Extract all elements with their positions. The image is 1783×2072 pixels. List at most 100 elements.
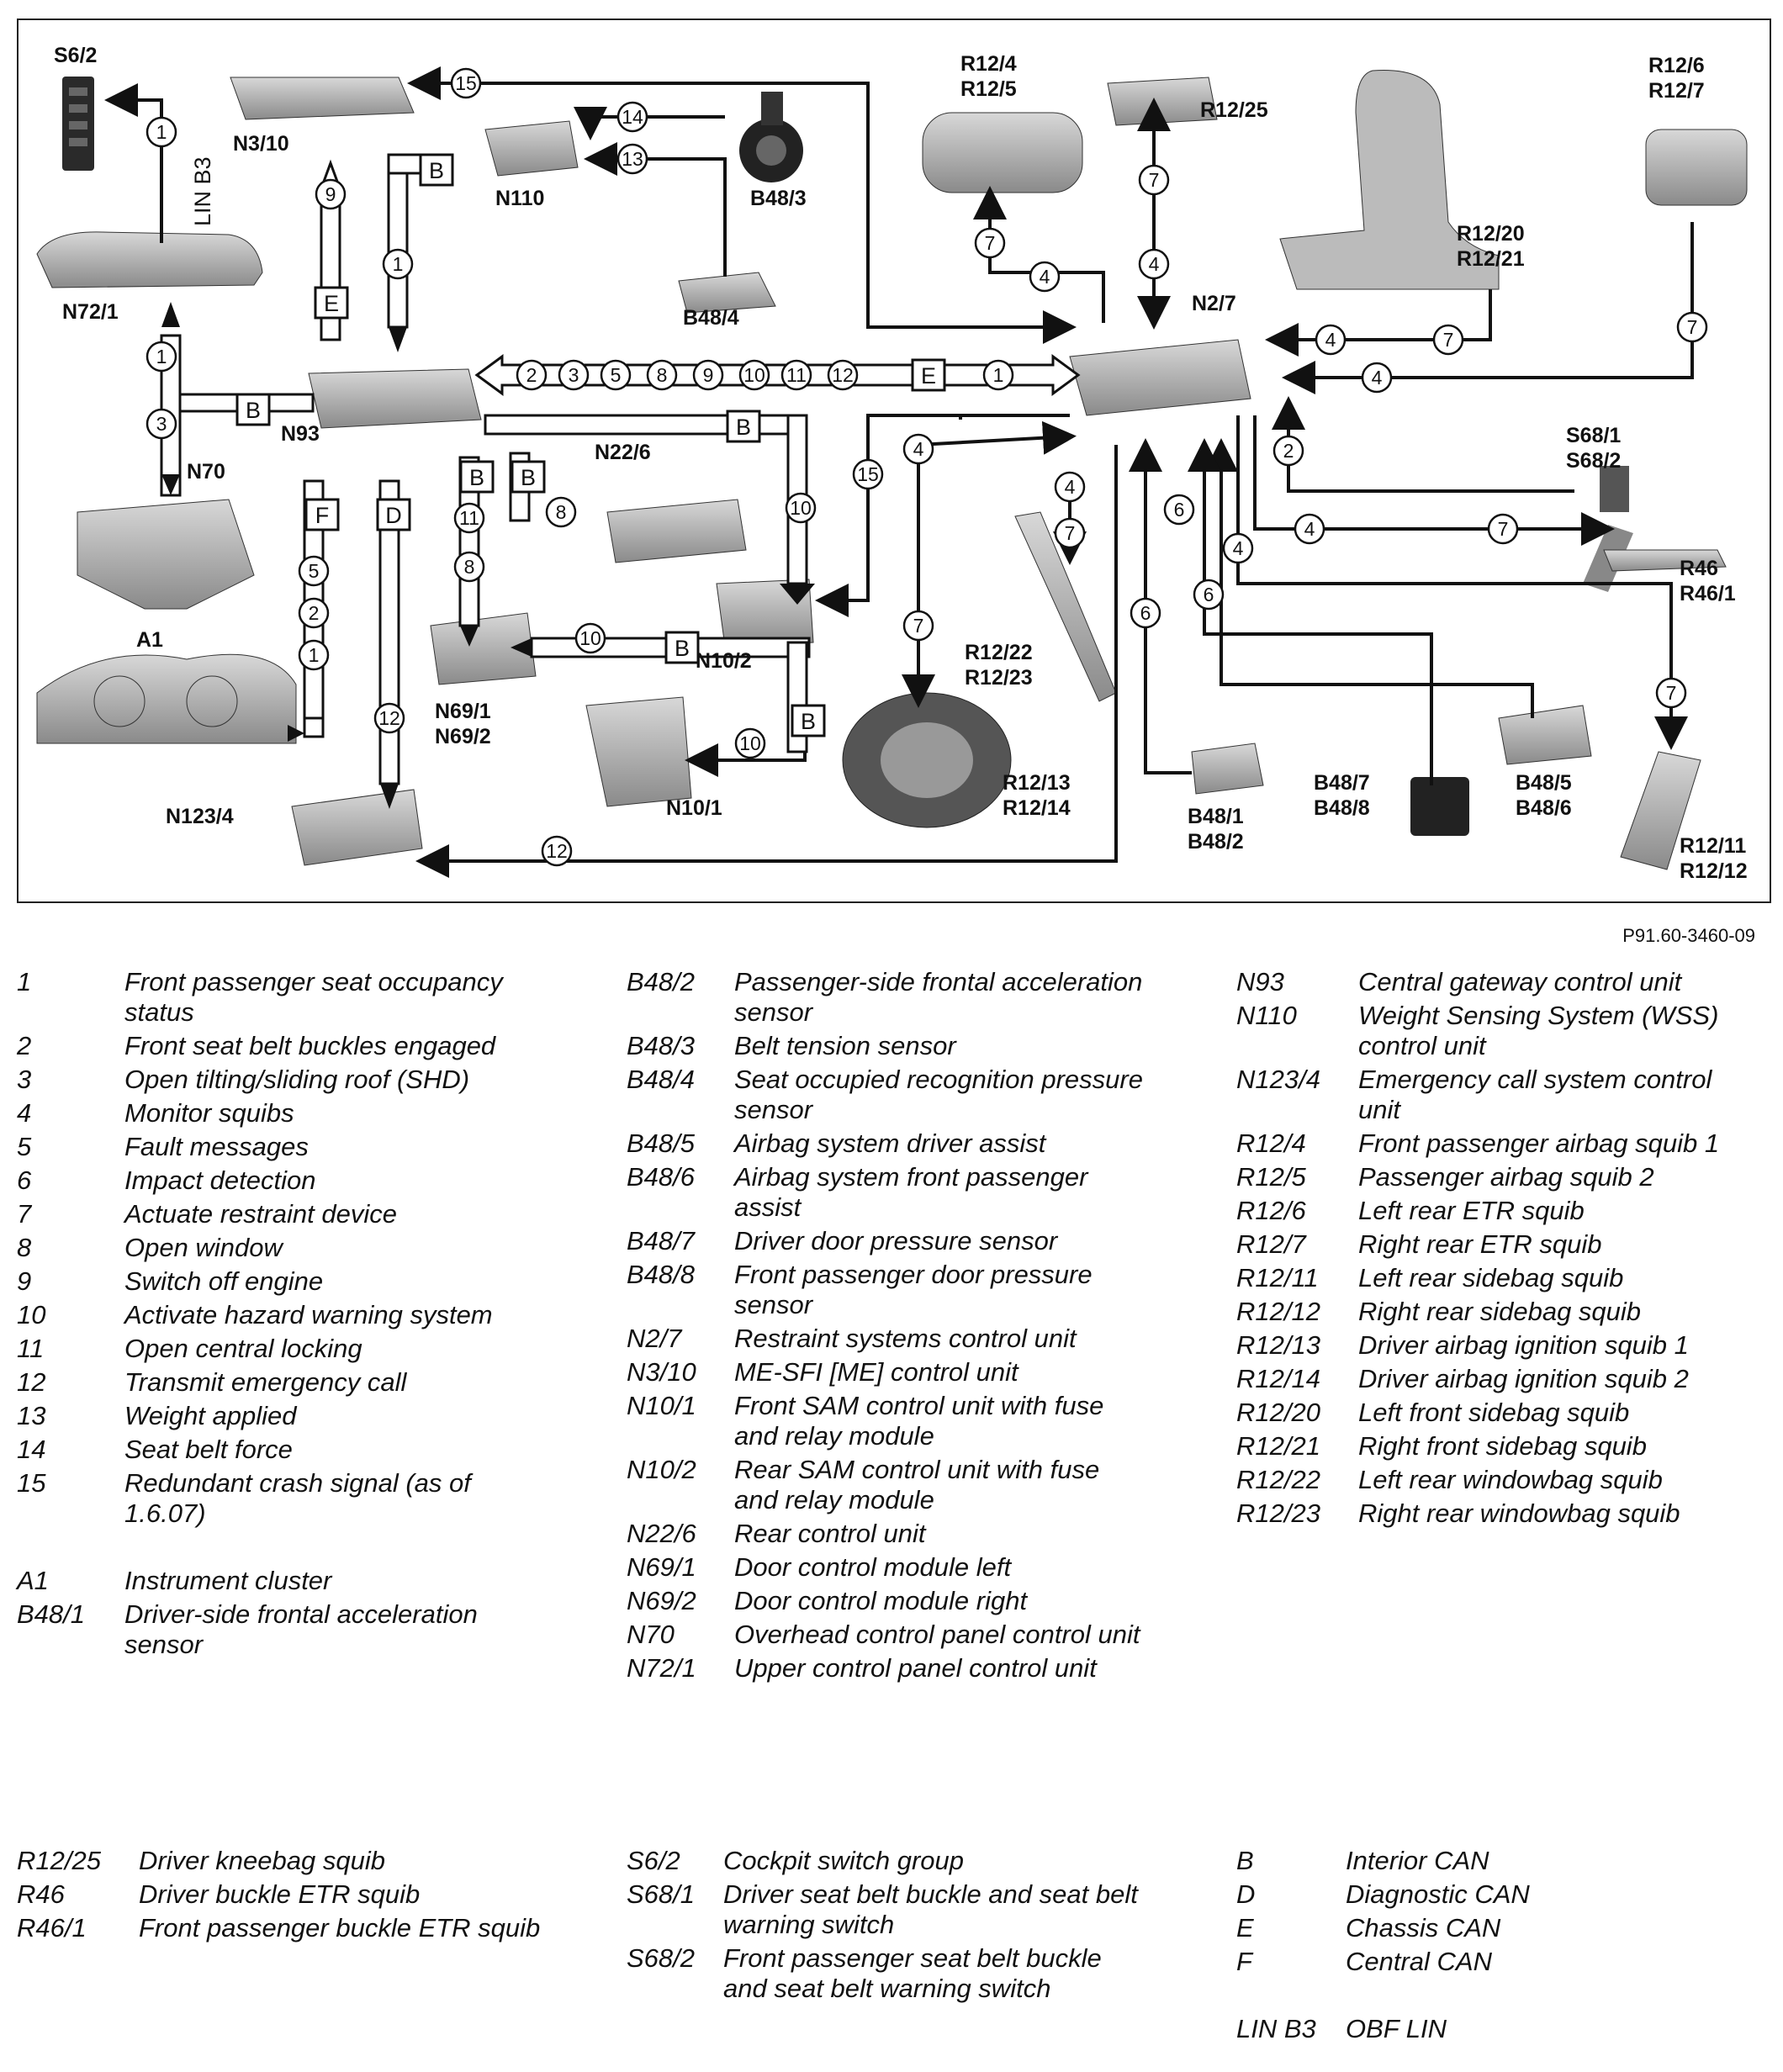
label-a1: A1 bbox=[136, 628, 163, 652]
legend-key: N10/2 bbox=[627, 1455, 696, 1484]
legend-description: Impact detection bbox=[124, 1166, 316, 1195]
legend-key: R12/4 bbox=[1236, 1128, 1306, 1158]
label-n10-2: N10/2 bbox=[696, 649, 752, 673]
legend-description: Open tilting/sliding roof (SHD) bbox=[124, 1065, 470, 1094]
device-b48-7 bbox=[1410, 777, 1469, 836]
legend-description: Fault messages bbox=[124, 1132, 309, 1161]
svg-text:4: 4 bbox=[1372, 367, 1383, 388]
legend-entry: B48/1 Driver-side frontal acceleration se… bbox=[17, 1599, 555, 1660]
legend-description: Left rear windowbag squib bbox=[1358, 1465, 1663, 1494]
svg-text:3: 3 bbox=[156, 413, 167, 435]
legend-description: Restraint systems control unit bbox=[734, 1324, 1077, 1353]
device-r46 bbox=[1603, 549, 1727, 572]
label-b48-7: B48/7 bbox=[1314, 771, 1370, 795]
svg-text:5: 5 bbox=[611, 364, 622, 386]
legend-description: Driver-side frontal acceleration sensor bbox=[124, 1599, 478, 1659]
label-n123-4: N123/4 bbox=[166, 805, 234, 828]
label-r12-5: R12/5 bbox=[960, 77, 1017, 101]
legend-key: B48/5 bbox=[627, 1128, 696, 1158]
legend-description: Interior CAN bbox=[1346, 1846, 1489, 1875]
svg-text:15: 15 bbox=[455, 72, 477, 94]
label-r12-21: R12/21 bbox=[1457, 247, 1525, 271]
svg-text:8: 8 bbox=[464, 556, 475, 578]
legend-key: 14 bbox=[17, 1435, 46, 1464]
label-lin-b3: LIN B3 bbox=[190, 156, 215, 226]
device-n10-2 bbox=[716, 579, 814, 648]
label-b48-6: B48/6 bbox=[1516, 796, 1572, 820]
legend-key: N10/1 bbox=[627, 1391, 696, 1420]
device-b48-4 bbox=[678, 272, 776, 314]
svg-text:7: 7 bbox=[1065, 522, 1076, 544]
legend-key: 2 bbox=[17, 1031, 32, 1060]
label-r12-12: R12/12 bbox=[1680, 859, 1748, 883]
label-r12-6: R12/6 bbox=[1648, 54, 1705, 77]
legend-description: Left front sidebag squib bbox=[1358, 1398, 1630, 1427]
svg-text:4: 4 bbox=[1040, 266, 1050, 288]
svg-text:7: 7 bbox=[1443, 329, 1454, 351]
svg-text:8: 8 bbox=[657, 364, 668, 386]
svg-text:2: 2 bbox=[1283, 440, 1294, 462]
legend-key: B48/7 bbox=[627, 1226, 696, 1255]
svg-text:F: F bbox=[315, 503, 330, 528]
svg-text:6: 6 bbox=[1140, 602, 1151, 624]
device-n3-10 bbox=[230, 77, 415, 120]
legend-description: Driver seat belt buckle and seat belt wa… bbox=[723, 1879, 1138, 1939]
device-b48-1 bbox=[1191, 743, 1264, 795]
label-r12-20: R12/20 bbox=[1457, 222, 1525, 246]
legend-key: F bbox=[1236, 1947, 1252, 1976]
svg-text:B: B bbox=[675, 636, 690, 661]
legend-description: Monitor squibs bbox=[124, 1098, 294, 1128]
legend-key: LIN B3 bbox=[1236, 2014, 1316, 2043]
legend-key: S6/2 bbox=[627, 1846, 680, 1875]
legend-key: E bbox=[1236, 1913, 1254, 1942]
legend-description bbox=[1346, 1980, 1758, 2011]
legend-description: Instrument cluster bbox=[124, 1566, 332, 1595]
svg-text:7: 7 bbox=[913, 615, 924, 637]
legend-description: Driver kneebag squib bbox=[139, 1846, 385, 1875]
legend-key: 9 bbox=[17, 1266, 32, 1296]
legend-description: Diagnostic CAN bbox=[1346, 1879, 1530, 1909]
legend-entry bbox=[17, 1532, 555, 1562]
legend-key bbox=[1236, 1980, 1346, 2011]
legend-key: 10 bbox=[17, 1300, 46, 1329]
legend-description: Central CAN bbox=[1346, 1947, 1492, 1976]
legend-key: 3 bbox=[17, 1065, 32, 1094]
legend-top-col2: B48/2 Passenger-side frontal acceleration… bbox=[627, 967, 1148, 1687]
legend-entry: S68/1 Driver seat belt buckle and seat be… bbox=[627, 1879, 1148, 1940]
legend-description: Passenger-side frontal acceleration sens… bbox=[734, 967, 1143, 1027]
bus-box-B-5: B bbox=[511, 460, 546, 494]
legend-key: 5 bbox=[17, 1132, 32, 1161]
label-n69-2: N69/2 bbox=[435, 725, 491, 748]
label-b48-4: B48/4 bbox=[683, 306, 739, 330]
legend-description: Open window bbox=[124, 1233, 283, 1262]
svg-text:7: 7 bbox=[1149, 169, 1160, 191]
legend-description: Overhead control panel control unit bbox=[734, 1620, 1140, 1649]
label-n22-6: N22/6 bbox=[595, 441, 651, 464]
legend-key: R12/13 bbox=[1236, 1330, 1320, 1360]
legend-key: N123/4 bbox=[1236, 1065, 1320, 1094]
legend-description: Seat belt force bbox=[124, 1435, 293, 1464]
legend-description: Right rear ETR squib bbox=[1358, 1229, 1602, 1259]
legend-key: S68/1 bbox=[627, 1879, 696, 1909]
legend-key: R12/7 bbox=[1236, 1229, 1306, 1259]
legend-key: B48/2 bbox=[627, 967, 696, 996]
legend-key: 8 bbox=[17, 1233, 32, 1262]
legend-description: Driver airbag ignition squib 2 bbox=[1358, 1364, 1689, 1393]
legend-description bbox=[124, 1532, 555, 1562]
legend-key: B48/1 bbox=[17, 1599, 86, 1629]
